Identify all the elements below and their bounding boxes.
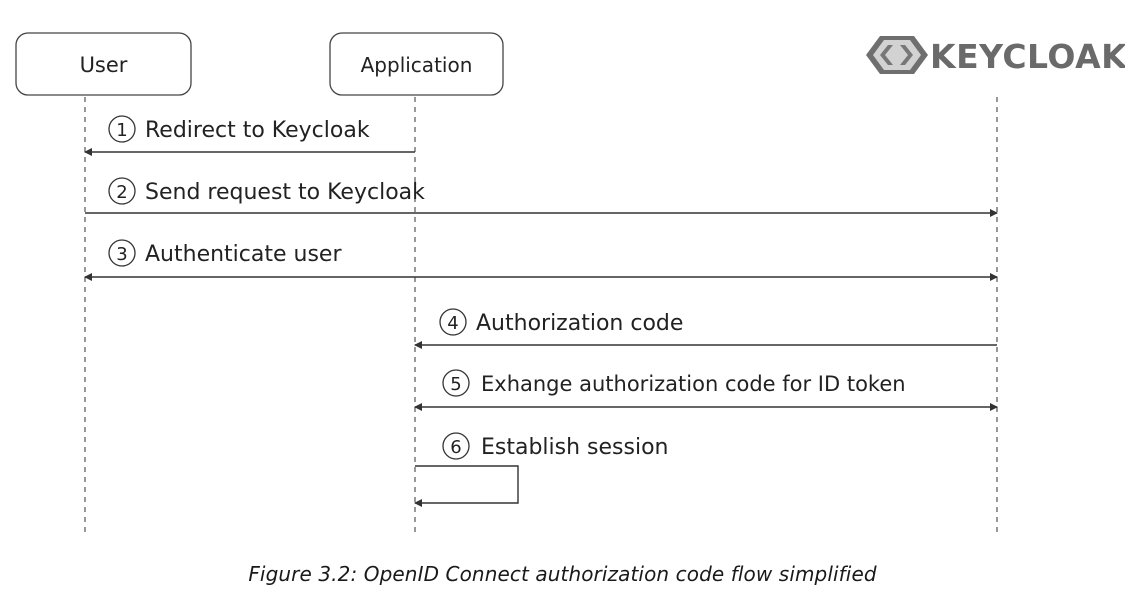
step-1-number-circle	[108, 115, 136, 143]
step-3-number-circle	[108, 239, 136, 267]
step-1: 1 Redirect to Keycloak	[84, 115, 415, 156]
step-4-number-circle	[439, 308, 467, 336]
step-2-number: 2	[116, 182, 127, 203]
figure-caption: Figure 3.2: OpenID Connect authorization…	[248, 562, 877, 586]
application-participant: Application	[329, 32, 504, 96]
step-5-label: Exhange authorization code for ID token	[481, 372, 906, 396]
step-5-number: 5	[450, 374, 461, 395]
step-3: 3 Authenticate user	[84, 239, 998, 281]
user-participant: User	[15, 32, 192, 96]
step-5: 5 Exhange authorization code for ID toke…	[414, 369, 998, 411]
step-5-number-circle	[442, 369, 470, 397]
step-1-label: Redirect to Keycloak	[145, 118, 370, 143]
keycloak-hexagon-logo-icon	[866, 36, 928, 74]
step-3-label: Authenticate user	[145, 242, 342, 267]
user-participant-label: User	[80, 53, 128, 77]
step-6-number: 6	[450, 437, 461, 458]
step-4-label: Authorization code	[476, 311, 683, 336]
application-participant-label: Application	[361, 53, 473, 77]
step-4-number: 4	[447, 313, 458, 334]
step-1-number: 1	[116, 120, 127, 141]
step-6-label: Establish session	[481, 435, 669, 460]
step-6: 6 Establish session	[414, 432, 669, 507]
step-6-number-circle	[442, 432, 470, 460]
step-2: 2 Send request to Keycloak	[85, 177, 998, 217]
keycloak-logo-text: KEYCLOAK	[930, 37, 1125, 76]
step-3-number: 3	[116, 244, 127, 265]
keycloak-logo: KEYCLOAK	[866, 36, 1125, 76]
step-2-number-circle	[108, 177, 136, 205]
step-4: 4 Authorization code	[414, 308, 997, 349]
step-2-label: Send request to Keycloak	[145, 180, 425, 205]
step-6-self-arrow	[414, 465, 519, 507]
